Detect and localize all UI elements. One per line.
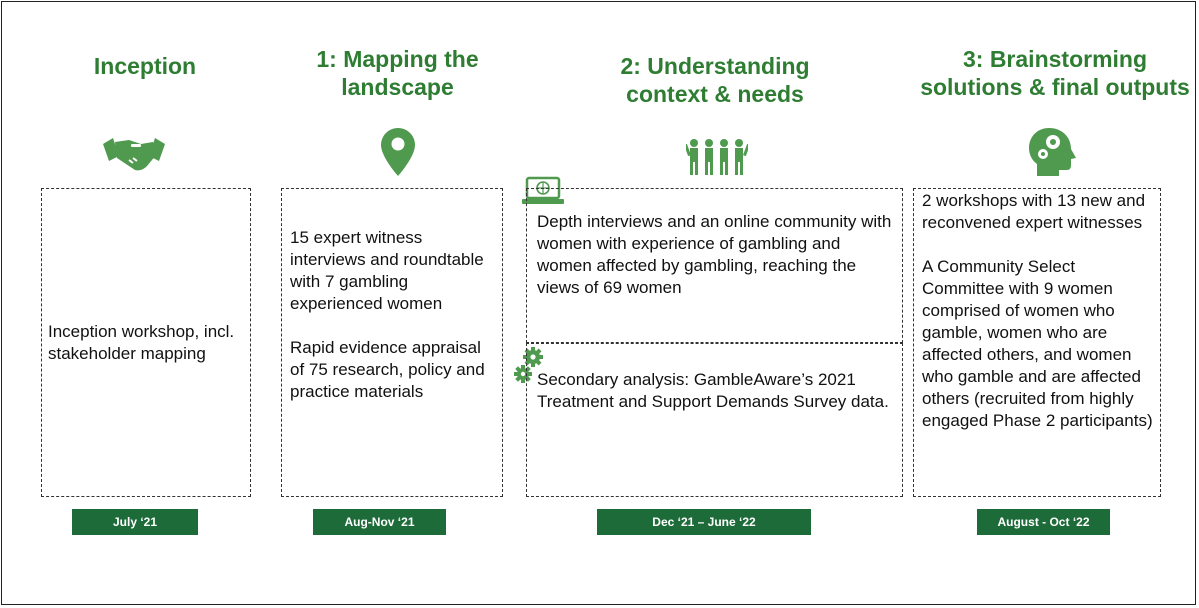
mapping-text-evidence: Rapid evidence appraisal of 75 research,… <box>290 338 485 401</box>
phase-title-brainstorming: 3: Brainstorming solutions & final outpu… <box>920 46 1190 100</box>
brainstorming-text-committee: A Community Select Committee with 9 wome… <box>922 257 1153 430</box>
inception-text: Inception workshop, incl. stakeholder ma… <box>48 321 235 363</box>
understanding-box-secondary: Secondary analysis: GambleAware’s 2021 T… <box>526 343 903 497</box>
understanding-box-interviews: Depth interviews and an online community… <box>526 188 903 343</box>
group-of-people-icon <box>686 139 748 175</box>
understanding-text-secondary: Secondary analysis: GambleAware’s 2021 T… <box>537 370 889 411</box>
date-label-understanding: Dec ‘21 – June ‘22 <box>597 509 811 535</box>
phase-title-understanding: 2: Understanding context & needs <box>620 53 810 107</box>
phase-title-mapping: 1: Mapping the landscape <box>316 46 479 100</box>
handshake-icon <box>103 138 165 171</box>
brainstorming-text-workshops: 2 workshops with 13 new and reconvened e… <box>922 191 1146 232</box>
location-pin-icon <box>381 128 415 176</box>
phase-title-inception: Inception <box>93 53 197 79</box>
date-label-inception: July ‘21 <box>72 509 198 535</box>
mapping-box: 15 expert witness interviews and roundta… <box>281 188 503 497</box>
head-gears-icon <box>1029 128 1076 176</box>
understanding-text-interviews: Depth interviews and an online community… <box>537 212 892 297</box>
date-label-mapping: Aug-Nov ‘21 <box>313 509 446 535</box>
date-label-brainstorming: August - Oct ‘22 <box>977 509 1110 535</box>
brainstorming-box: 2 workshops with 13 new and reconvened e… <box>913 188 1161 497</box>
inception-box: Inception workshop, incl. stakeholder ma… <box>41 188 251 497</box>
mapping-text-interviews: 15 expert witness interviews and roundta… <box>290 228 484 313</box>
